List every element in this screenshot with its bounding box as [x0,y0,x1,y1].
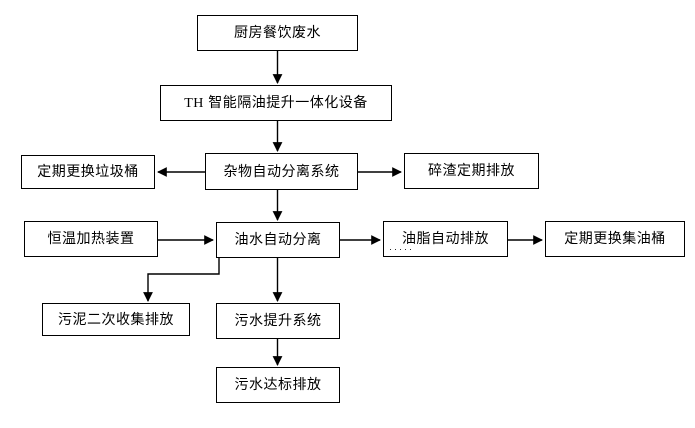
node-label: 厨房餐饮废水 [234,24,321,41]
node-th-integrated-equipment[interactable]: TH 智能隔油提升一体化设备 [160,85,392,121]
node-label: TH 智能隔油提升一体化设备 [184,93,368,111]
node-label: 碎渣定期排放 [428,162,515,179]
edge-oilwater-to-sludge [143,258,220,302]
node-label: 污水达标排放 [234,376,322,393]
node-sludge-secondary-collection-discharge[interactable]: 污泥二次收集排放 [42,303,190,336]
node-replace-trash-bin[interactable]: 定期更换垃圾桶 [21,155,155,189]
node-label: 杂物自动分离系统 [223,162,340,179]
ink-artifact-dots: ····· [389,244,414,254]
node-label: 定期更换垃圾桶 [37,163,139,180]
node-oil-water-auto-separation[interactable]: 油水自动分离 [216,222,340,258]
node-debris-periodic-discharge[interactable]: 碎渣定期排放 [404,153,539,189]
node-constant-temp-heater[interactable]: 恒温加热装置 [24,221,158,257]
node-label-cjk: 智能隔油提升一体化设备 [203,93,368,110]
node-grease-auto-discharge[interactable]: 油脂自动排放 [383,221,508,257]
node-label: 污水提升系统 [234,312,322,329]
node-label: 恒温加热装置 [47,230,135,247]
node-label: 油水自动分离 [234,231,322,248]
node-label: 油脂自动排放 [402,230,489,247]
node-debris-auto-separation-system[interactable]: 杂物自动分离系统 [205,153,358,190]
node-replace-oil-collection-drum[interactable]: 定期更换集油桶 [545,221,685,257]
node-label-prefix: TH [184,95,204,111]
node-sewage-lift-system[interactable]: 污水提升系统 [216,303,340,339]
node-label: 污泥二次收集排放 [58,310,174,327]
node-sewage-compliant-discharge[interactable]: 污水达标排放 [216,367,340,403]
node-kitchen-wastewater[interactable]: 厨房餐饮废水 [197,15,358,51]
node-label: 定期更换集油桶 [564,230,666,247]
